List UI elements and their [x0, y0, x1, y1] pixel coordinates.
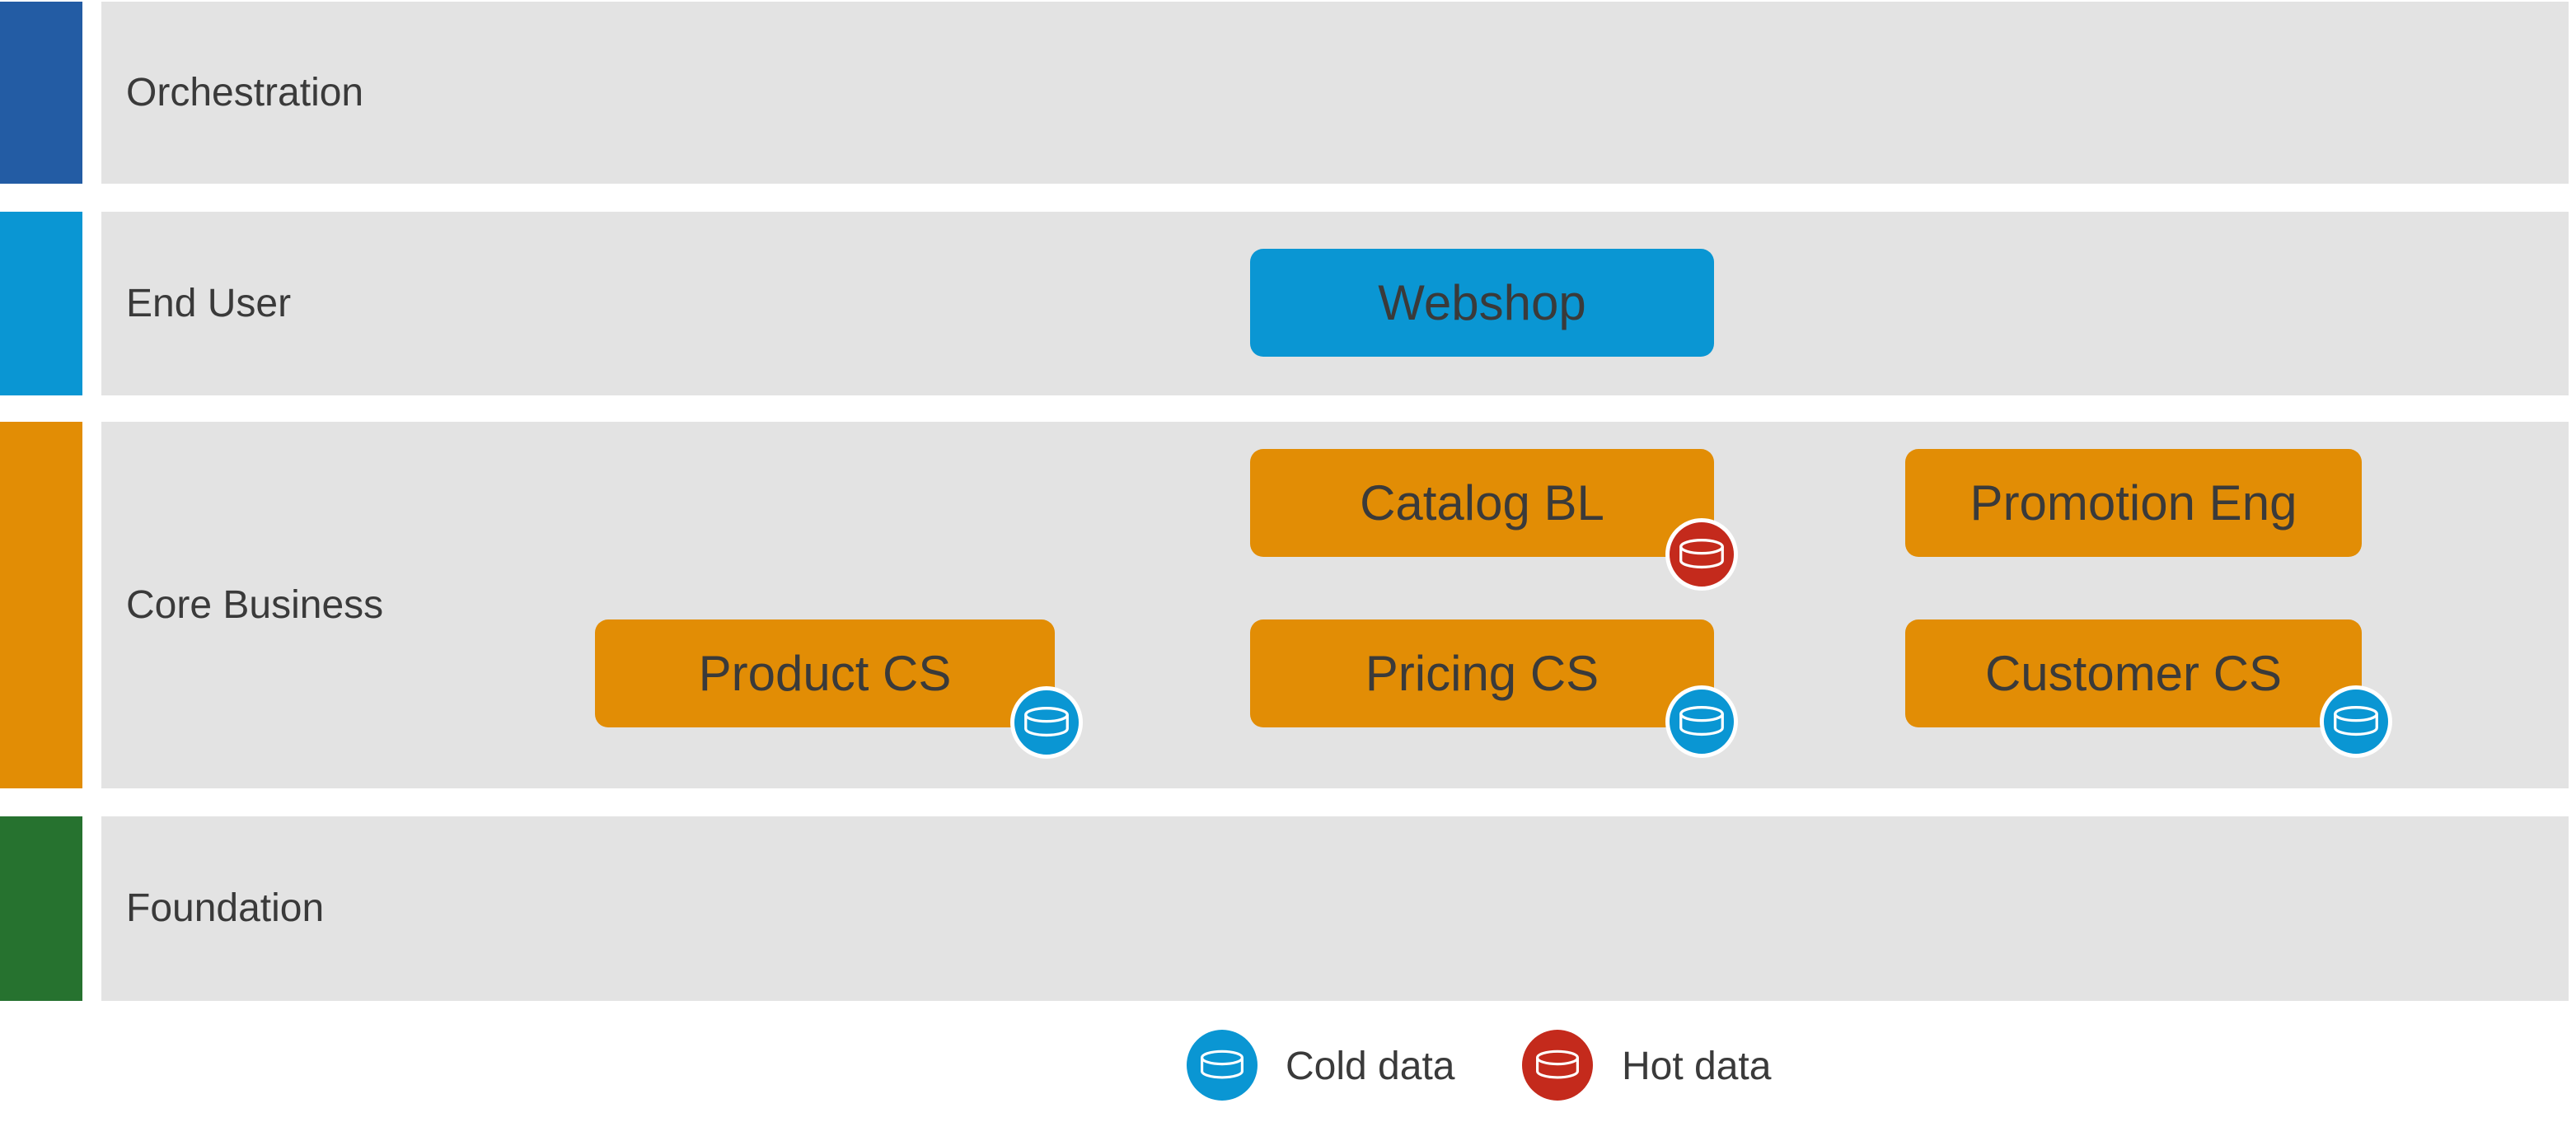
layer-tab-foundation — [0, 816, 82, 1001]
hot-data-badge-catalog-bl — [1665, 518, 1738, 591]
cold-data-badge-customer-cs — [2320, 685, 2392, 758]
layer-panel-foundation: Foundation — [101, 816, 2569, 1001]
database-icon — [1536, 1050, 1579, 1079]
legend-label-cold-data: Cold data — [1286, 1045, 1455, 1088]
layer-tab-core-business — [0, 422, 82, 788]
node-catalog-bl-label: Catalog BL — [1360, 475, 1604, 531]
node-webshop: Webshop — [1250, 249, 1714, 357]
layer-tab-end-user — [0, 212, 82, 395]
layer-label-end-user: End User — [126, 281, 292, 325]
legend-label-hot-data: Hot data — [1622, 1045, 1772, 1088]
database-icon — [1679, 539, 1724, 569]
layer-label-orchestration: Orchestration — [126, 70, 364, 115]
cold-data-icon — [1187, 1030, 1258, 1101]
database-icon — [1024, 707, 1069, 737]
hot-data-icon — [1522, 1030, 1593, 1101]
node-webshop-label: Webshop — [1378, 275, 1586, 330]
database-icon — [1679, 706, 1724, 736]
node-customer-cs: Customer CS — [1905, 619, 2362, 727]
cold-data-badge-pricing-cs — [1665, 685, 1738, 758]
database-icon — [1201, 1050, 1244, 1079]
node-product-cs-label: Product CS — [698, 646, 952, 701]
node-pricing-cs: Pricing CS — [1250, 619, 1714, 727]
node-promotion-eng: Promotion Eng — [1905, 449, 2362, 557]
node-catalog-bl: Catalog BL — [1250, 449, 1714, 557]
node-promotion-eng-label: Promotion Eng — [1969, 475, 2297, 531]
node-customer-cs-label: Customer CS — [1984, 646, 2283, 701]
node-pricing-cs-label: Pricing CS — [1365, 646, 1599, 701]
database-icon — [2334, 706, 2378, 736]
cold-data-badge-product-cs — [1010, 686, 1083, 759]
layer-tab-orchestration — [0, 2, 82, 184]
node-product-cs: Product CS — [595, 619, 1055, 727]
layer-label-core-business: Core Business — [126, 582, 384, 627]
layer-label-foundation: Foundation — [126, 886, 325, 930]
layer-panel-orchestration: Orchestration — [101, 2, 2569, 184]
